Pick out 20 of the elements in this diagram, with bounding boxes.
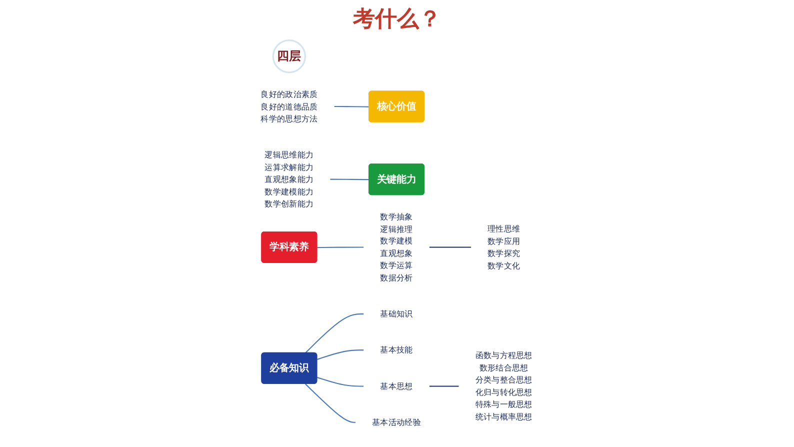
node-text: 基础知识 [380, 308, 414, 319]
connector [430, 246, 472, 248]
connector [334, 106, 370, 108]
connector [318, 376, 364, 387]
connector [430, 386, 460, 387]
node-text: 基本技能 [380, 345, 414, 355]
connector [330, 178, 370, 180]
node-text: 函数与方程思想 数形结合思想 分类与整合思想 化归与转化思想 特殊与一般思想 统计与概率思想 [476, 350, 533, 422]
diagram-title: 考什么？ [352, 6, 442, 34]
node-circle: 四层 [272, 40, 306, 74]
node-text: 基本活动经验 [372, 417, 422, 428]
node-text: 逻辑思维能力 运算求解能力 直观想象能力 数学建模能力 数学创新能力 [265, 150, 314, 209]
connector [317, 350, 364, 360]
connector [318, 246, 364, 248]
node-text: 良好的政治素质 良好的道德品质 科学的思想方法 [261, 89, 318, 124]
node-text: 数学抽象 逻辑推理 数学建模 直观想象 数学运算 数据分析 [380, 212, 414, 283]
connector [305, 313, 364, 354]
connector [305, 384, 356, 423]
node-text: 基本思想 [380, 381, 414, 391]
node-text: 理性思维 数学应用 数学探究 数学文化 [488, 224, 521, 270]
